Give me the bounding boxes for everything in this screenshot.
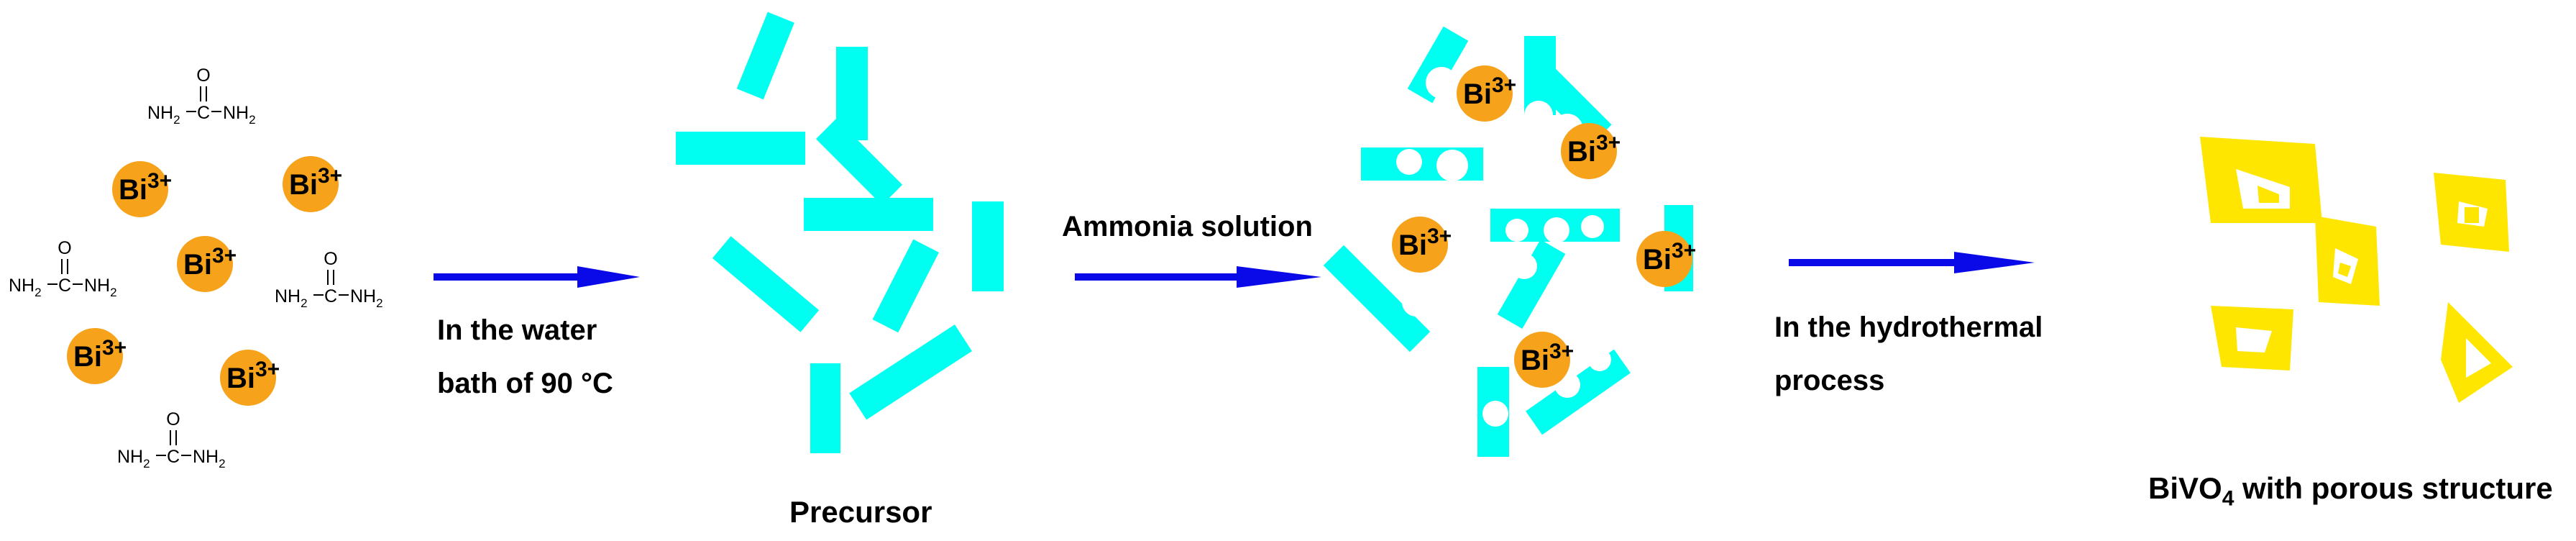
precursor-rod (872, 239, 939, 333)
precursor-rod (736, 12, 794, 100)
product-formula: BiVO (2148, 471, 2222, 505)
product-piece (2441, 302, 2513, 403)
step1-label: In the water bath of 90 °C (437, 304, 613, 410)
stage-reactants (8, 65, 384, 471)
precursor-rod (676, 132, 805, 165)
step3-line2: process (1774, 365, 1885, 396)
urea-molecule-2 (8, 237, 118, 300)
arrow-2 (1075, 266, 1321, 288)
bi-ion-3 (177, 236, 237, 292)
bi-ion-1 (112, 161, 173, 217)
precursor-label: Precursor (789, 495, 932, 529)
stage-product (2200, 137, 2513, 403)
product-piece (2211, 306, 2293, 370)
urea-molecule-3 (274, 248, 384, 311)
precursor-rod (712, 236, 820, 332)
bi-ion-8 (1392, 217, 1452, 273)
precursor-rod (815, 118, 903, 206)
precursor-rod (972, 201, 1004, 291)
product-formula-subscript: 4 (2222, 486, 2234, 511)
bi-ion-5 (220, 350, 280, 406)
bi-ion-2 (283, 156, 343, 212)
product-label: BiVO4 with porous structure (2148, 471, 2553, 511)
product-piece (2200, 137, 2322, 223)
precursor-rod (804, 198, 933, 231)
stage-precursor (676, 12, 1004, 453)
precursor-rod (810, 363, 840, 453)
urea-molecule-4 (116, 409, 226, 471)
bi-ion-4 (67, 328, 127, 384)
product-piece (2315, 216, 2380, 306)
step2-label: Ammonia solution (1062, 211, 1313, 242)
step3-label: In the hydrothermal process (1774, 301, 2043, 407)
product-description: with porous structure (2234, 471, 2553, 505)
precursor-rod (849, 324, 972, 420)
product-piece (2434, 173, 2509, 252)
step3-line1: In the hydrothermal (1774, 312, 2043, 343)
stage-etching (1323, 26, 1697, 457)
arrow-3 (1789, 252, 2035, 273)
step1-line2: bath of 90 °C (437, 368, 613, 399)
urea-molecule-1 (147, 65, 257, 127)
step1-line1: In the water (437, 314, 597, 346)
bi-ion-7 (1561, 123, 1621, 179)
process-arrows (434, 252, 2035, 288)
bi-ion-6 (1457, 65, 1517, 122)
arrow-1 (434, 266, 640, 288)
